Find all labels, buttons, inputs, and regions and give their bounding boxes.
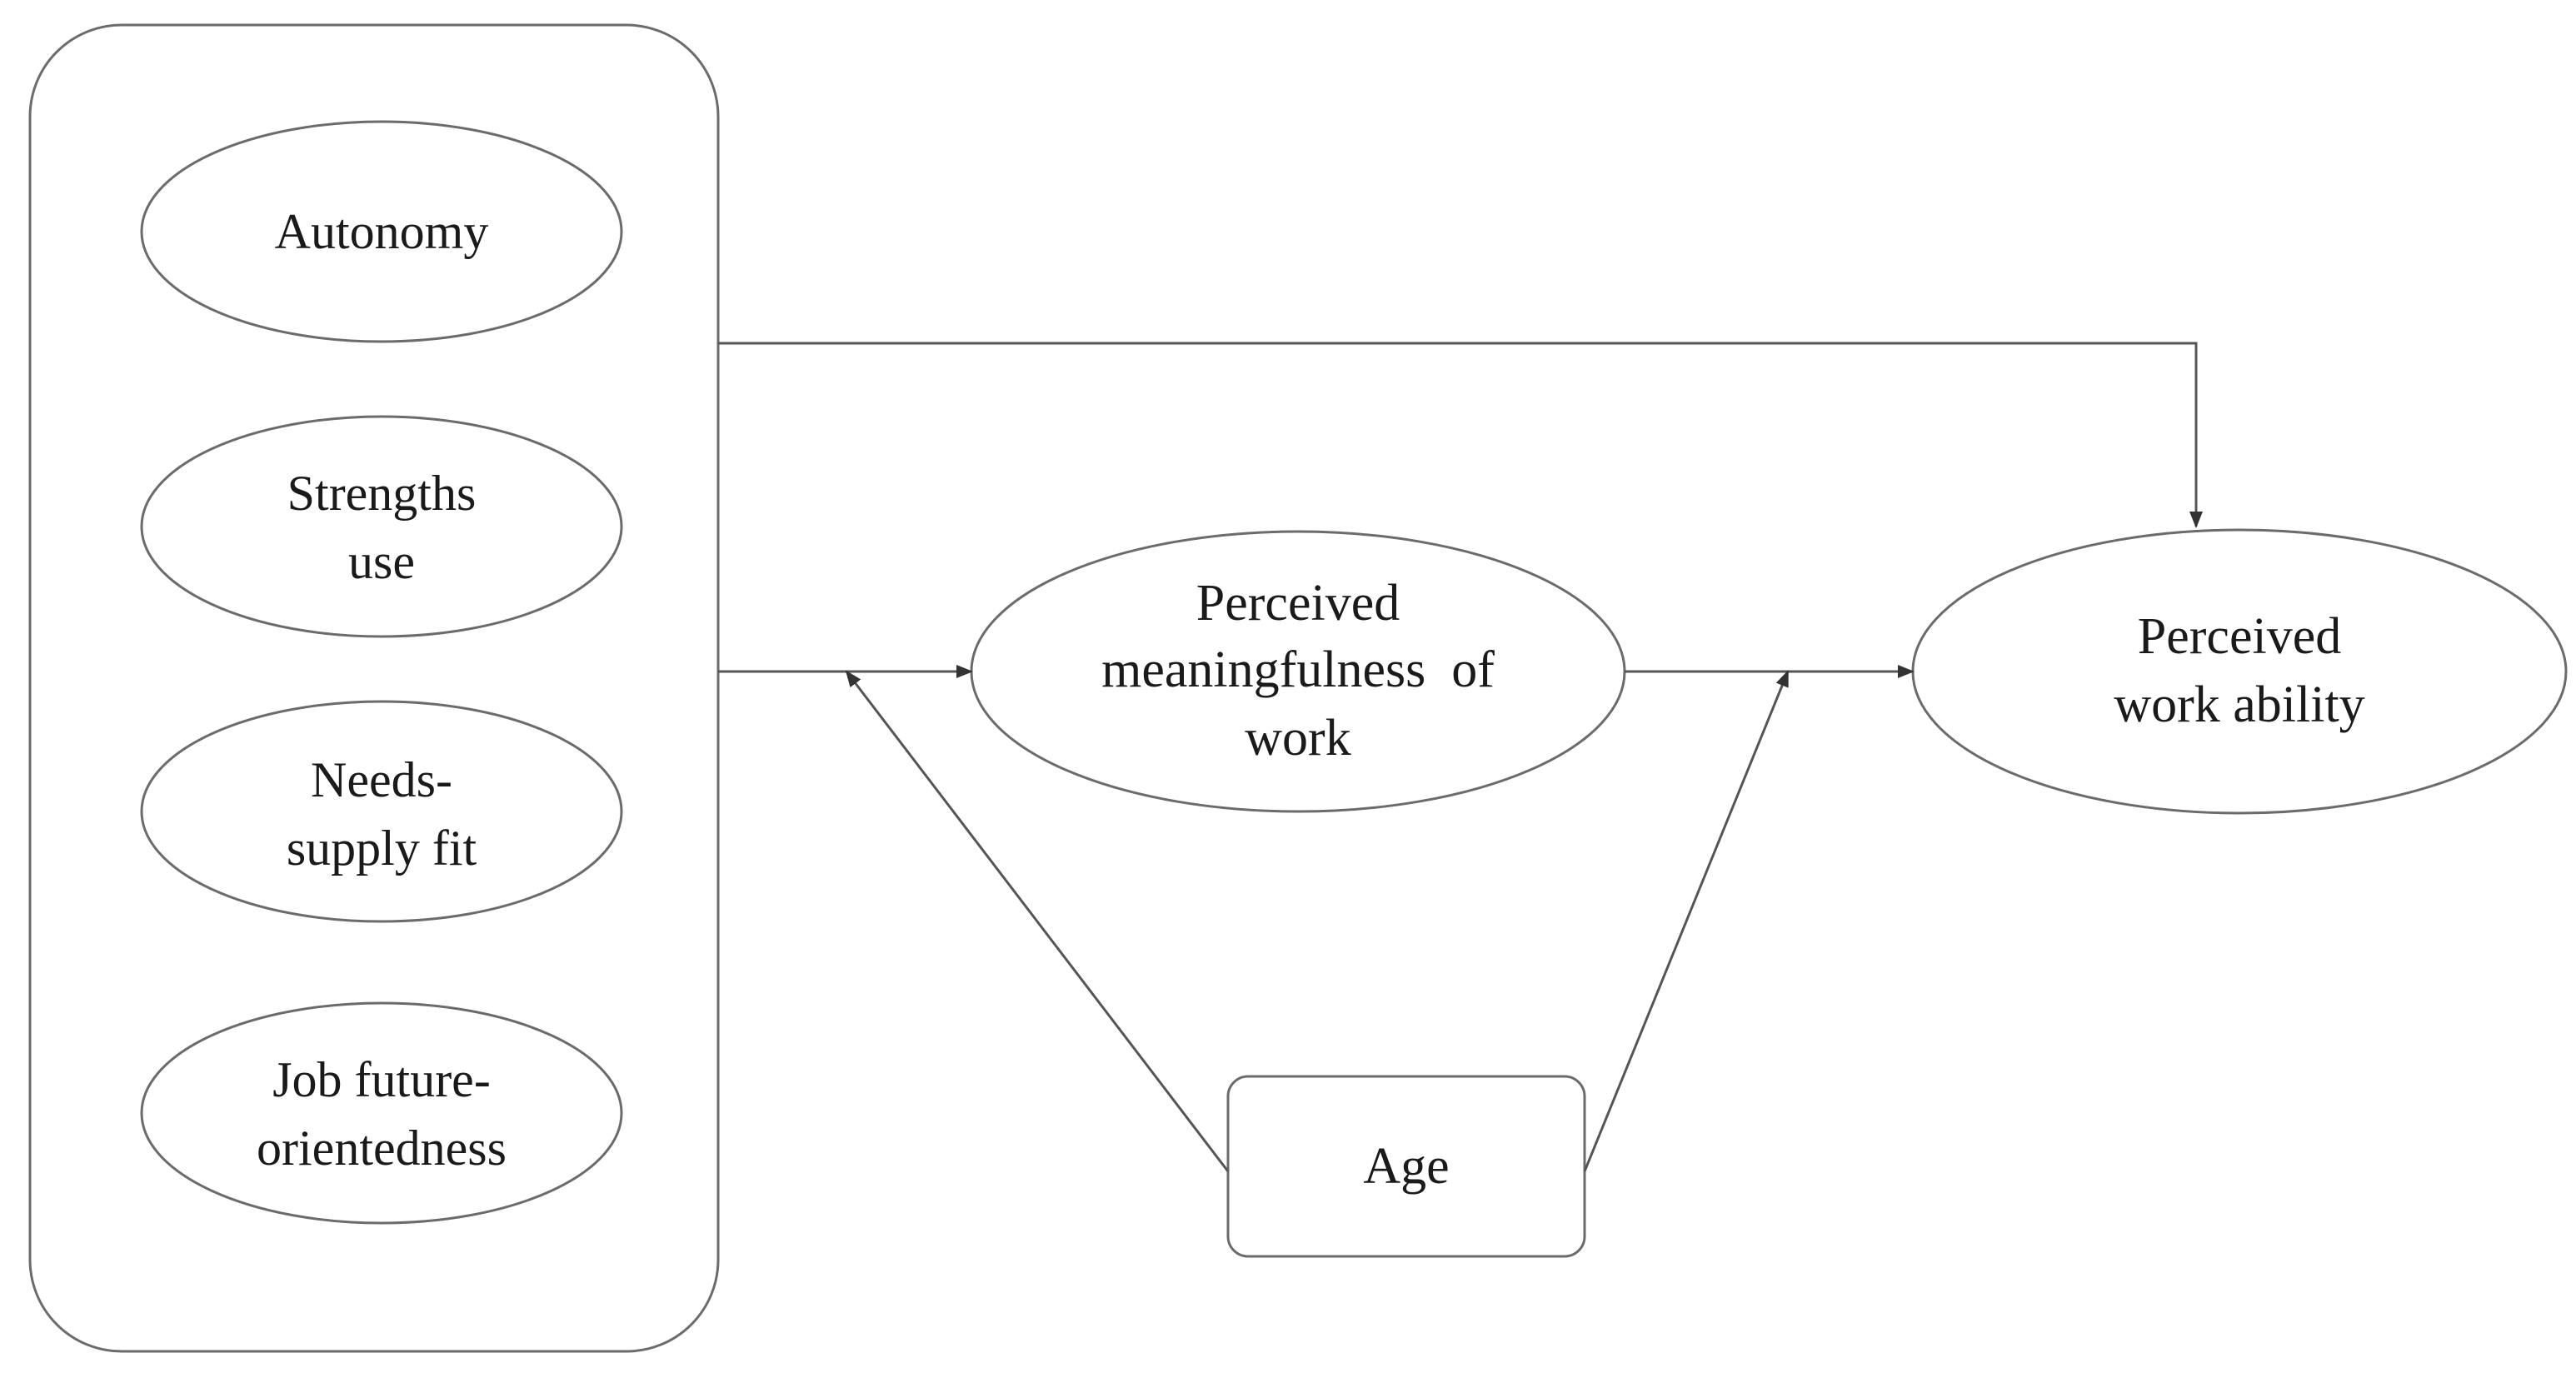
age-node: Age <box>1226 1075 1586 1258</box>
job-future-orientedness-label-line2: orientedness <box>257 1121 507 1176</box>
predictor-group-box <box>28 23 720 1353</box>
work-ability-node: Perceived work ability <box>1911 528 2568 815</box>
meaningfulness-label-line3: work <box>1245 710 1350 766</box>
needs-supply-fit-node: Needs- supply fit <box>140 700 623 923</box>
age-moderation-path-a-arrow <box>845 670 1230 1172</box>
job-future-orientedness-label-line1: Job future- <box>272 1052 491 1107</box>
autonomy-node: Autonomy <box>140 120 623 343</box>
work-ability-label-line2: work ability <box>2114 677 2364 733</box>
direct-effect-arrow <box>718 342 2203 528</box>
age-label: Age <box>1363 1138 1449 1195</box>
needs-supply-fit-label-line2: supply fit <box>287 821 477 876</box>
needs-supply-fit-label-line1: Needs- <box>311 752 452 807</box>
strengths-use-label-line1: Strengths <box>287 466 477 521</box>
meaningfulness-label-line2: meaningfulness of <box>1101 642 1495 698</box>
meaningfulness-node: Perceived meaningfulness of work <box>970 530 1626 813</box>
age-moderation-path-b-arrow <box>1583 670 1790 1172</box>
autonomy-label: Autonomy <box>275 204 489 259</box>
meaningfulness-label-line1: Perceived <box>1196 575 1400 632</box>
strengths-use-label-line2: use <box>348 534 415 589</box>
work-ability-label-line1: Perceived <box>2138 608 2341 665</box>
strengths-use-node: Strengths use <box>140 415 623 638</box>
job-future-orientedness-node: Job future- orientedness <box>140 1001 623 1225</box>
